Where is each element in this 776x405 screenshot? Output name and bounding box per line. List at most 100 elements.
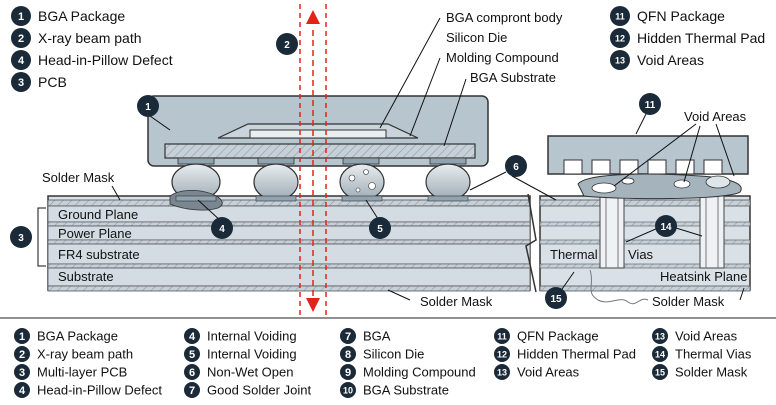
label-power-plane: Power Plane — [58, 226, 132, 241]
leader-void-1 — [613, 123, 697, 187]
legend-number: 8 — [345, 349, 351, 361]
marker-circle — [276, 33, 298, 55]
legend-badge — [652, 346, 668, 362]
marker-6: 6 — [505, 155, 527, 177]
legend-badge — [11, 28, 31, 48]
void-dot — [363, 169, 369, 175]
xray-arrow-down — [306, 298, 320, 312]
label-fr4: FR4 substrate — [58, 247, 140, 262]
legend-badge — [652, 364, 668, 380]
marker-text: 3 — [18, 233, 24, 244]
marker-text: 15 — [550, 294, 562, 305]
board-pad — [341, 195, 383, 202]
leader-molding — [409, 57, 441, 137]
leader-void-2 — [683, 125, 701, 183]
leader-solder-mask — [111, 185, 121, 201]
legend-text: Non-Wet Open — [207, 365, 293, 380]
void-area — [591, 182, 617, 194]
marker-circle — [639, 93, 661, 115]
legend-number: 11 — [497, 332, 507, 342]
legend-badge — [610, 50, 630, 70]
legend-badge — [184, 328, 200, 344]
legend-number: 9 — [345, 367, 351, 379]
qfn-lead — [703, 159, 723, 175]
label-substrate: Substrate — [58, 269, 114, 284]
bracket-pcb — [37, 207, 46, 267]
marker-text: 6 — [513, 162, 519, 173]
crack-line — [589, 269, 649, 305]
legend-number: 13 — [655, 332, 665, 342]
leader-1 — [149, 115, 171, 131]
legend-text: Molding Compound — [363, 365, 476, 380]
legend-text: Void Areas — [517, 365, 580, 380]
legend-text: Head-in-Pillow Defect — [38, 52, 173, 68]
legend-badge — [14, 382, 30, 398]
marker-2: 2 — [276, 33, 298, 55]
marker-11: 11 — [639, 93, 661, 115]
marker-3: 3 — [10, 226, 32, 248]
diagram-markers: 1 2 3 4 5 6 11 14 — [10, 33, 677, 309]
legend-badge — [14, 346, 30, 362]
legend-number: 4 — [189, 331, 196, 343]
pad — [177, 157, 215, 165]
marker-text: 11 — [645, 100, 656, 111]
pcb-left — [47, 195, 531, 292]
right-strip-3 — [539, 263, 751, 269]
pcb-right — [539, 195, 751, 305]
leader-14b — [675, 227, 703, 237]
thermal-via-1 — [599, 195, 625, 269]
xray-beam — [299, 4, 327, 318]
bga-package — [147, 95, 489, 167]
thermal-via-2 — [699, 195, 725, 269]
label-ground-plane: Ground Plane — [58, 207, 138, 222]
leader-6 — [469, 171, 507, 191]
legend-number: 4 — [19, 385, 26, 397]
leader-6b — [511, 175, 557, 201]
qfn-lead — [591, 159, 611, 175]
marker-circle — [211, 217, 233, 239]
legend-badge — [184, 382, 200, 398]
void-area — [621, 177, 635, 185]
legend-badge — [340, 346, 356, 362]
void-dot — [368, 182, 376, 190]
legend-badge — [340, 328, 356, 344]
legend-text: Good Solder Joint — [207, 383, 311, 398]
board-pad — [255, 195, 297, 202]
hidden-thermal-pad — [577, 173, 742, 200]
label-bga-body: BGA compront body — [446, 10, 563, 25]
marker-text: 2 — [284, 40, 290, 51]
legend-badge — [340, 382, 356, 398]
legend-number: 14 — [655, 350, 665, 360]
marker-circle — [545, 287, 567, 309]
leader-14a — [625, 227, 659, 243]
void-area — [673, 179, 691, 189]
right-bottom-mask — [539, 285, 751, 292]
qfn-lead — [647, 159, 667, 175]
legend-text: Silicon Die — [363, 347, 424, 362]
leader-solder-mask-right — [739, 287, 745, 301]
marker-text: 1 — [145, 102, 151, 113]
board-pad — [175, 195, 217, 202]
break-line — [525, 193, 537, 293]
legend-number: 11 — [615, 12, 625, 22]
legend-text: X-ray beam path — [38, 30, 142, 46]
legend-number: 5 — [189, 349, 195, 361]
legend-badge — [340, 364, 356, 380]
legend-badge — [494, 346, 510, 362]
marker-text: 14 — [660, 222, 672, 233]
marker-text: 4 — [219, 224, 225, 235]
